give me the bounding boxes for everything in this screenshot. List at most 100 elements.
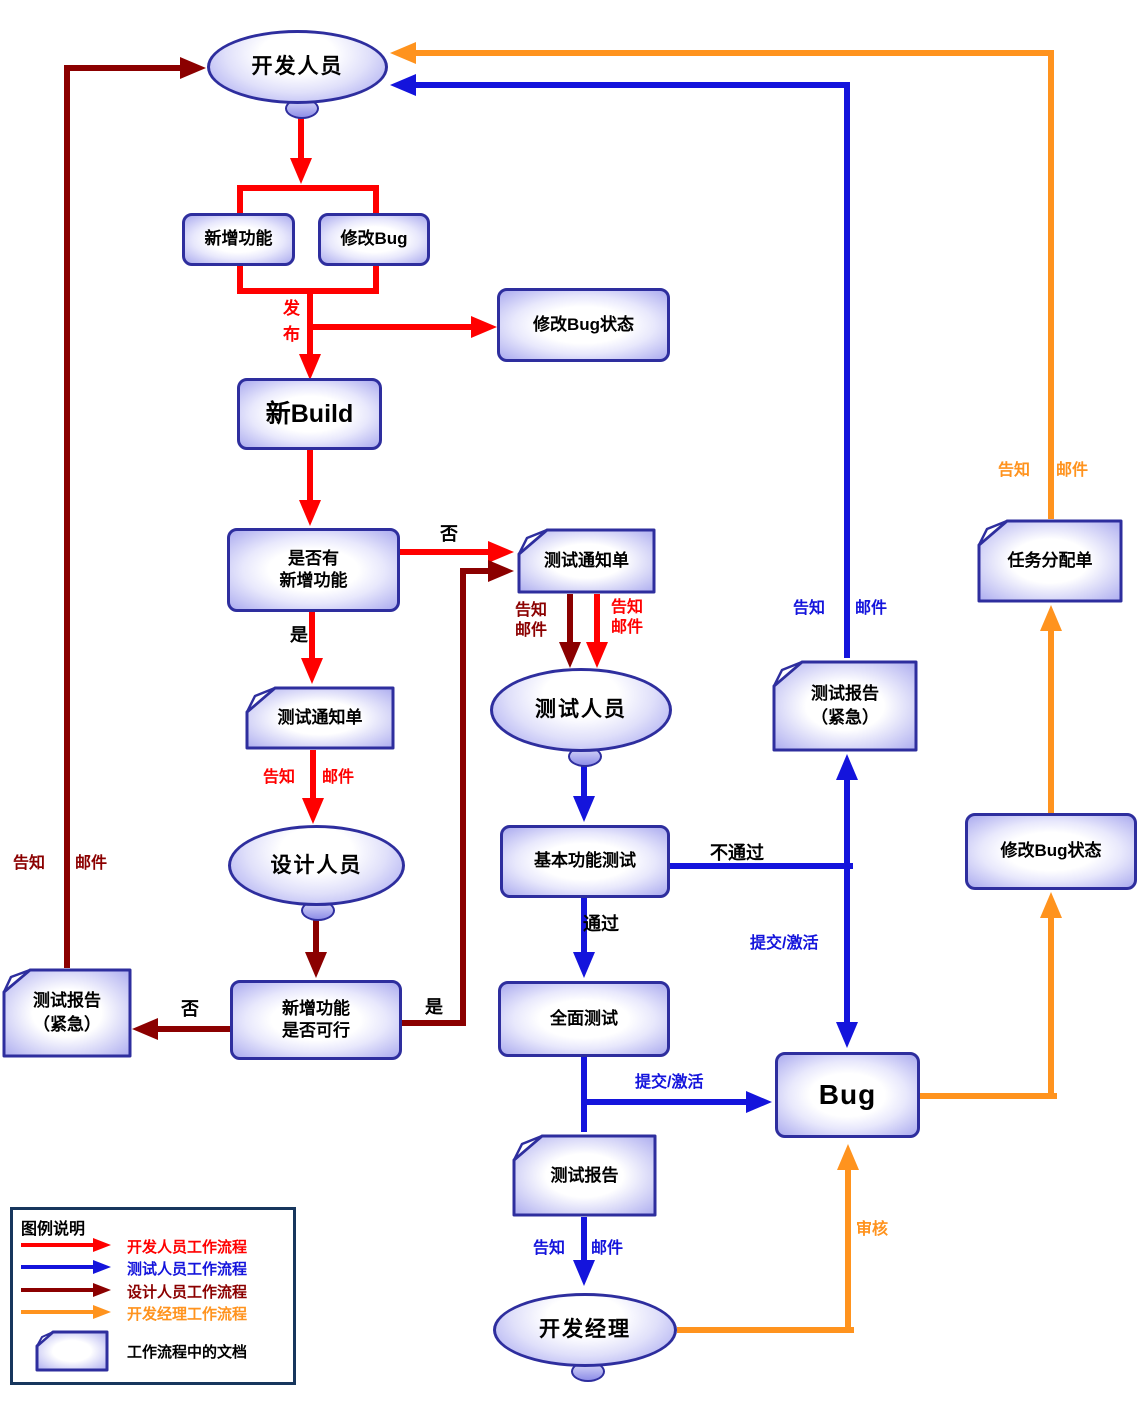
node-has-new-feature-line2: 新增功能: [279, 571, 348, 590]
red-arrowhead-right-icon: [488, 541, 514, 563]
legend-item-tester-flow: 测试人员工作流程: [127, 1261, 248, 1278]
label-notify-red: 告知: [263, 769, 296, 786]
red-arrowhead-down-icon: [299, 354, 321, 380]
label-mail-blue-1: 邮件: [855, 600, 888, 617]
label-no-top: 否: [440, 524, 458, 544]
label-yes-top: 是: [290, 625, 308, 645]
doc-test-notice-top: 测试通知单: [517, 528, 656, 594]
blue-line-to-manager: [581, 1217, 587, 1262]
legend-item-developer-flow: 开发人员工作流程: [127, 1239, 248, 1256]
orange-line-assignment-up: [1048, 50, 1054, 519]
label-mail: 邮件: [515, 622, 548, 639]
node-has-new-feature: 是否有 新增功能: [227, 528, 400, 612]
blue-line-to-developer: [414, 82, 850, 88]
label-notify-mail-darkred: 告知邮件: [515, 601, 563, 641]
legend-blue-line: [21, 1265, 93, 1269]
red-line-to-bugstatus: [307, 324, 473, 330]
node-fix-bug-label: 修改Bug: [340, 229, 408, 249]
doc-test-notice-top-label: 测试通知单: [544, 551, 629, 571]
node-designer: 设计人员: [228, 825, 405, 906]
legend-item-document: 工作流程中的文档: [127, 1344, 248, 1361]
orange-arrowhead-up-icon: [1040, 892, 1062, 918]
blue-line-pass-down: [581, 898, 587, 954]
node-feature-feasible-line1: 新增功能: [282, 998, 350, 1018]
darkred-line-yes-right: [402, 1020, 466, 1026]
label-submit-activate-2: 提交/激活: [635, 1074, 704, 1091]
darkred-line-to-developer: [64, 65, 182, 71]
blue-line-fulltest-down: [581, 1057, 587, 1132]
red-line-publish-down: [307, 288, 313, 358]
label-notify-mail-red-stacked: 告知邮件: [611, 598, 659, 638]
darkred-arrowhead-down-icon: [305, 952, 327, 978]
darkred-line-designer-down: [313, 913, 319, 954]
node-full-test: 全面测试: [498, 981, 670, 1057]
orange-line-to-developer: [414, 50, 1054, 56]
red-arrowhead-down-icon: [299, 500, 321, 526]
red-line-merge-right: [373, 266, 379, 293]
doc-report-urgent-right: 测试报告 （紧急）: [772, 660, 918, 752]
doc-report-urgent-left-line1: 测试报告: [33, 991, 101, 1011]
darkred-line-to-tester: [567, 594, 573, 644]
node-new-build: 新Build: [237, 378, 382, 450]
node-feature-feasible: 新增功能 是否可行: [230, 980, 402, 1060]
red-arrowhead-down-icon: [302, 798, 324, 824]
label-notify-orange: 告知: [998, 462, 1031, 479]
red-arrowhead-down-icon: [586, 642, 608, 668]
label-publish: 发布: [283, 299, 300, 344]
legend-document-icon: [35, 1330, 109, 1372]
node-modify-bug-status-right-label: 修改Bug状态: [1000, 841, 1102, 861]
document-shape-icon: [977, 519, 1123, 603]
red-line-to-designer: [310, 750, 316, 800]
orange-arrowhead-up-icon: [837, 1144, 859, 1170]
node-manager-label: 开发经理: [539, 1318, 631, 1342]
label-mail-darkred-left: 邮件: [75, 855, 108, 872]
doc-report-urgent-left: 测试报告 （紧急）: [2, 968, 132, 1058]
label-notify: 告知: [611, 599, 644, 616]
doc-report-urgent-left-line2: （紧急）: [33, 1015, 101, 1034]
node-full-test-label: 全面测试: [550, 1008, 618, 1028]
node-basic-test: 基本功能测试: [500, 825, 670, 898]
doc-test-report: 测试报告: [512, 1134, 657, 1217]
document-shape-icon: [512, 1134, 657, 1217]
node-designer-label: 设计人员: [270, 853, 363, 877]
blue-arrowhead-down-icon: [573, 1260, 595, 1286]
label-mail-blue-2: 邮件: [591, 1240, 624, 1257]
node-feature-feasible-line2: 是否可行: [282, 1021, 350, 1040]
red-line-bracket-right: [373, 185, 379, 213]
document-shape-icon: [772, 660, 918, 752]
label-mail-orange: 邮件: [1056, 462, 1089, 479]
label-yes-bottom: 是: [425, 997, 443, 1017]
label-no-bottom: 否: [181, 999, 199, 1019]
node-new-build-label: 新Build: [265, 399, 354, 428]
red-arrowhead-down-icon: [290, 158, 312, 184]
node-tester: 测试人员: [490, 668, 672, 752]
label-notify-darkred-left: 告知: [13, 855, 46, 872]
node-modify-bug-status-top: 修改Bug状态: [497, 288, 670, 362]
orange-line-to-bugstatus: [1048, 916, 1054, 1099]
darkred-line-yes-up: [460, 568, 466, 1026]
legend-red-arrowhead-icon: [93, 1238, 111, 1252]
document-shape-icon: [245, 686, 395, 750]
label-review: 审核: [856, 1221, 889, 1238]
doc-test-notice-left: 测试通知单: [245, 686, 395, 750]
red-line-yes-down: [309, 612, 315, 660]
label-notify: 告知: [515, 602, 548, 619]
label-pass: 通过: [583, 914, 619, 934]
legend-darkred-line: [21, 1288, 93, 1292]
blue-arrowhead-down-icon: [573, 952, 595, 978]
label-notify-blue-1: 告知: [793, 600, 826, 617]
legend-orange-line: [21, 1310, 93, 1314]
red-line-no-right: [400, 549, 489, 555]
doc-test-report-label: 测试报告: [550, 1165, 619, 1185]
label-mail: 邮件: [611, 619, 644, 636]
label-mail-red: 邮件: [322, 769, 355, 786]
legend-item-designer-flow: 设计人员工作流程: [127, 1284, 248, 1301]
orange-arrowhead-up-icon: [1040, 605, 1062, 631]
red-arrowhead-down-icon: [301, 658, 323, 684]
document-shape-icon: [517, 528, 656, 594]
legend-item-manager-flow: 开发经理工作流程: [127, 1306, 248, 1323]
node-basic-test-label: 基本功能测试: [534, 851, 636, 871]
document-shape-icon: [2, 968, 132, 1058]
blue-arrowhead-up-icon: [836, 754, 858, 780]
